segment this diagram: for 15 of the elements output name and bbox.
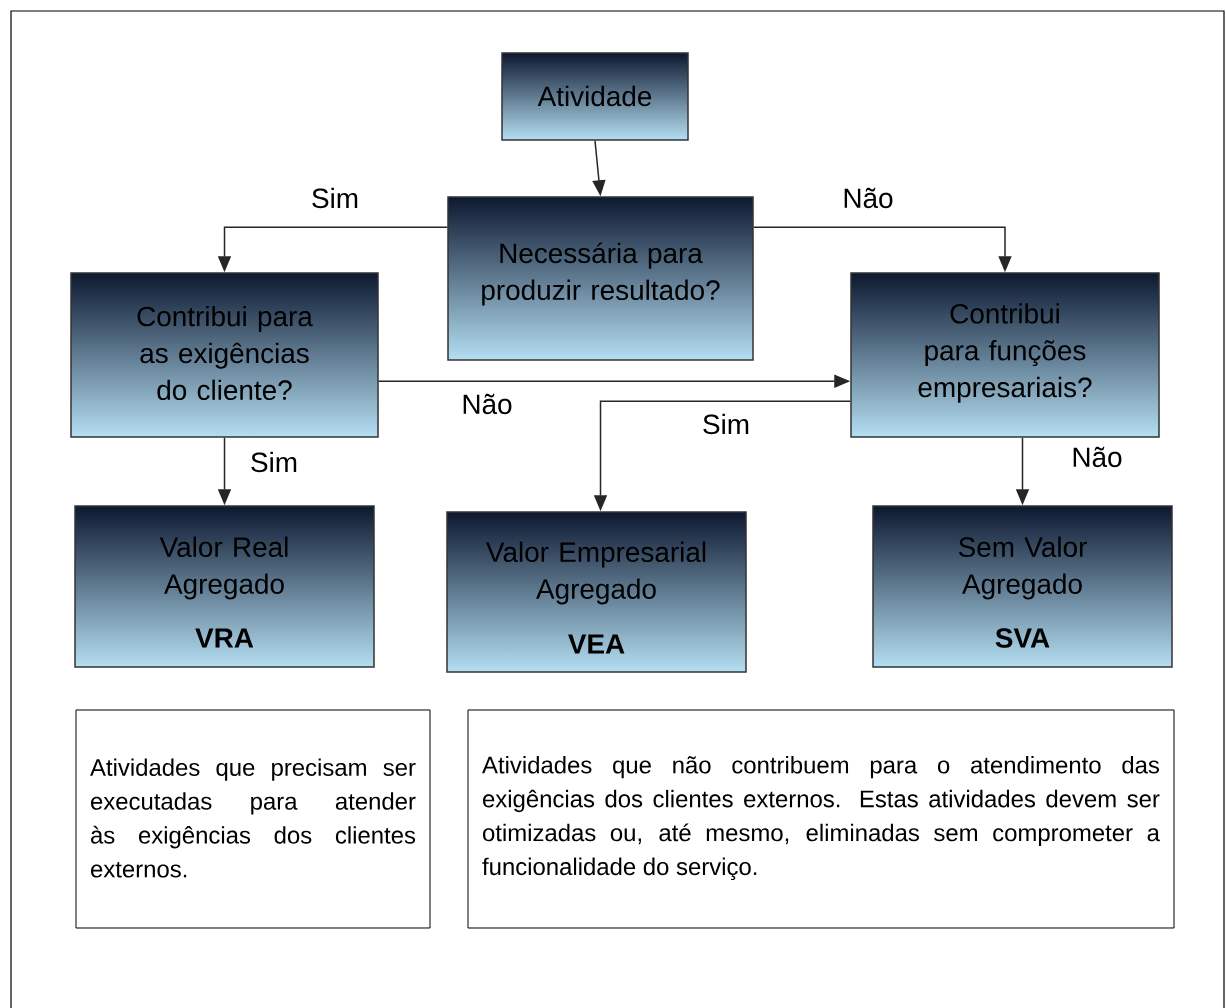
process-box: Sem Valor Agregado SVA: [872, 505, 1173, 668]
text-box: Atividades que não contribuem para o atendimento das exigências dos clientes externos. Estas atividades devem ser otimizadas ou, até mesmo, eliminadas sem comprometer a funcionalidade do serviço.: [467, 709, 1175, 929]
process-box: Valor Real Agregado VRA: [74, 505, 375, 668]
edge-label: Não: [460, 392, 514, 416]
edge-label: Sim: [701, 412, 752, 436]
process-box: Valor Empresarial Agregado VEA: [446, 511, 747, 673]
edge-label: Não: [841, 186, 895, 210]
process-box: Contribui para funções empresariais?: [850, 272, 1160, 438]
process-box: Contribui para as exigências do cliente?: [70, 272, 379, 438]
text-box: Atividades que precisam ser executadas para atender às exigências dos clientes externos.: [75, 709, 431, 929]
edge-label: Sim: [249, 450, 300, 474]
process-box: Atividade: [501, 52, 689, 141]
edge-label: Não: [1070, 445, 1124, 469]
edge-label: Sim: [310, 186, 361, 210]
process-box: Necessária para produzir resultado?: [447, 196, 754, 361]
